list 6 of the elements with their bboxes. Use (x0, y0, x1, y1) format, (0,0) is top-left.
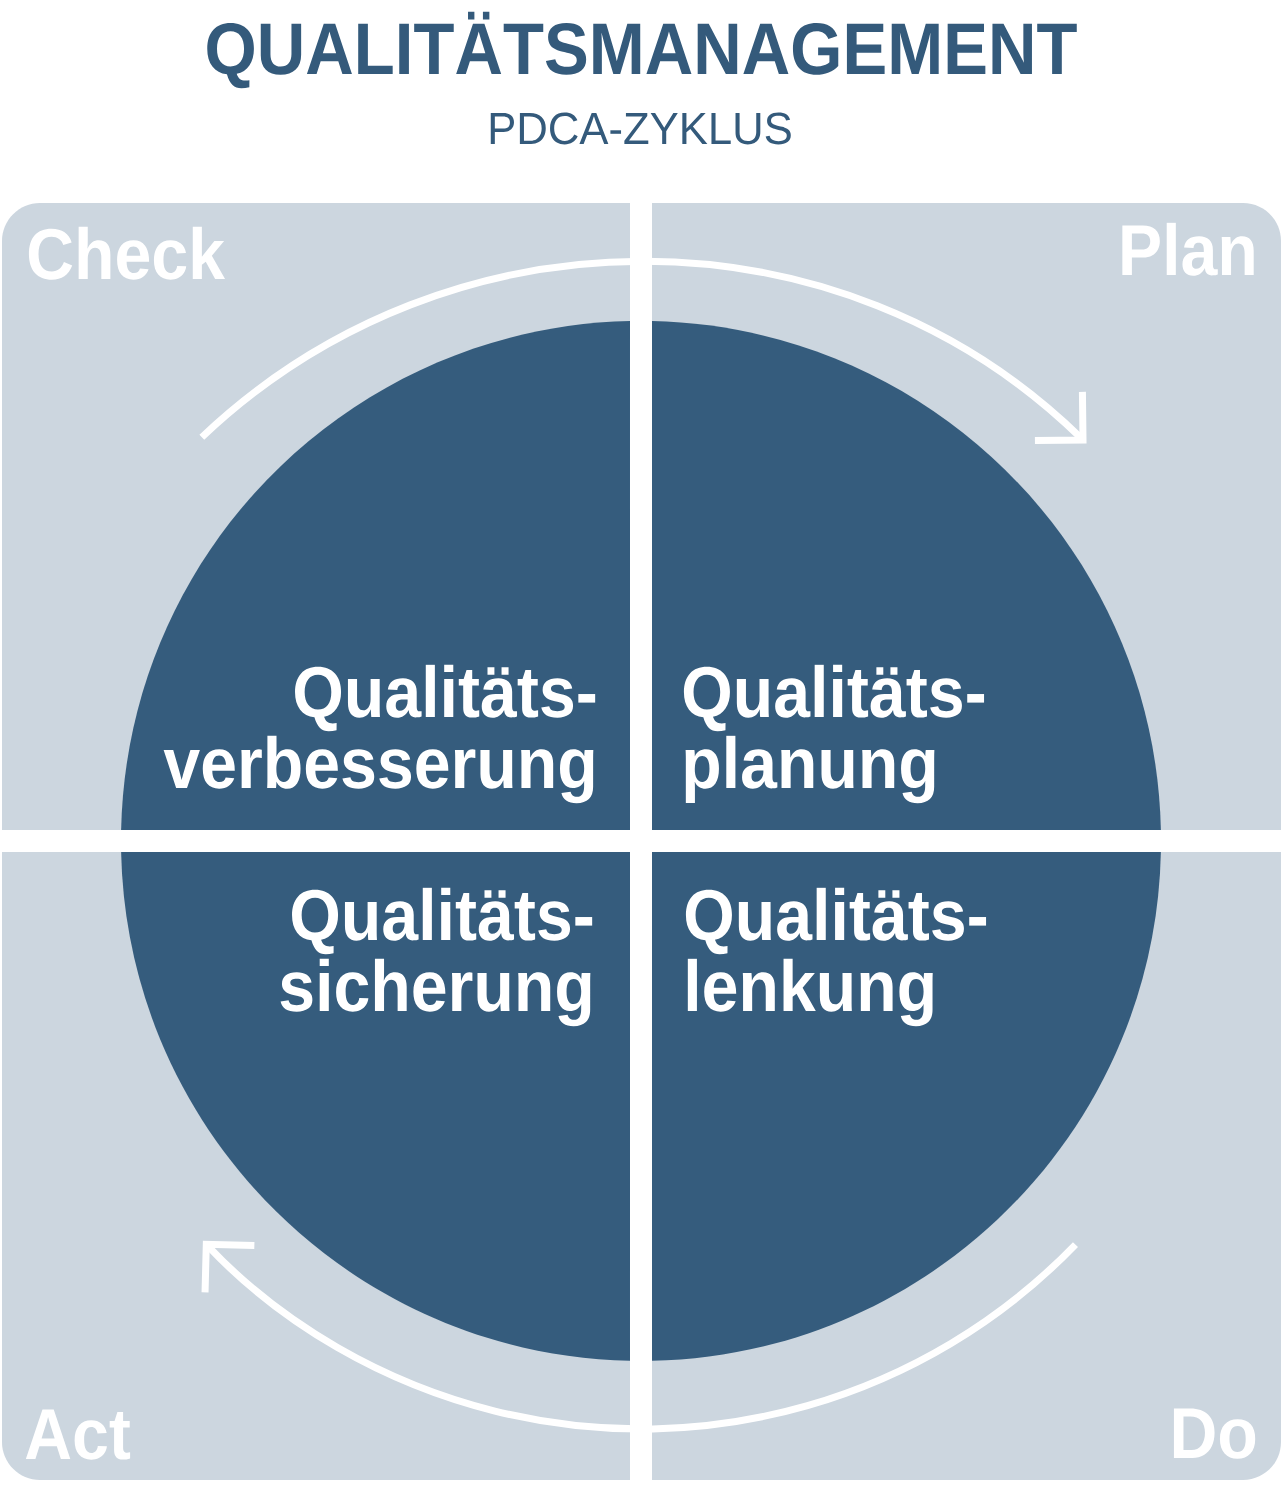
circle-segment: Qualitäts- lenkung (652, 852, 1161, 1361)
title: QUALITÄTSMANAGEMENT (207, 11, 1077, 89)
circle-segment: Qualitäts- sicherung (121, 852, 630, 1361)
circle-segment: Qualitäts- verbesserung (121, 321, 630, 830)
circle-segment: Qualitäts- planung (652, 321, 1161, 830)
subtitle: PDCA-ZYKLUS (490, 112, 791, 145)
